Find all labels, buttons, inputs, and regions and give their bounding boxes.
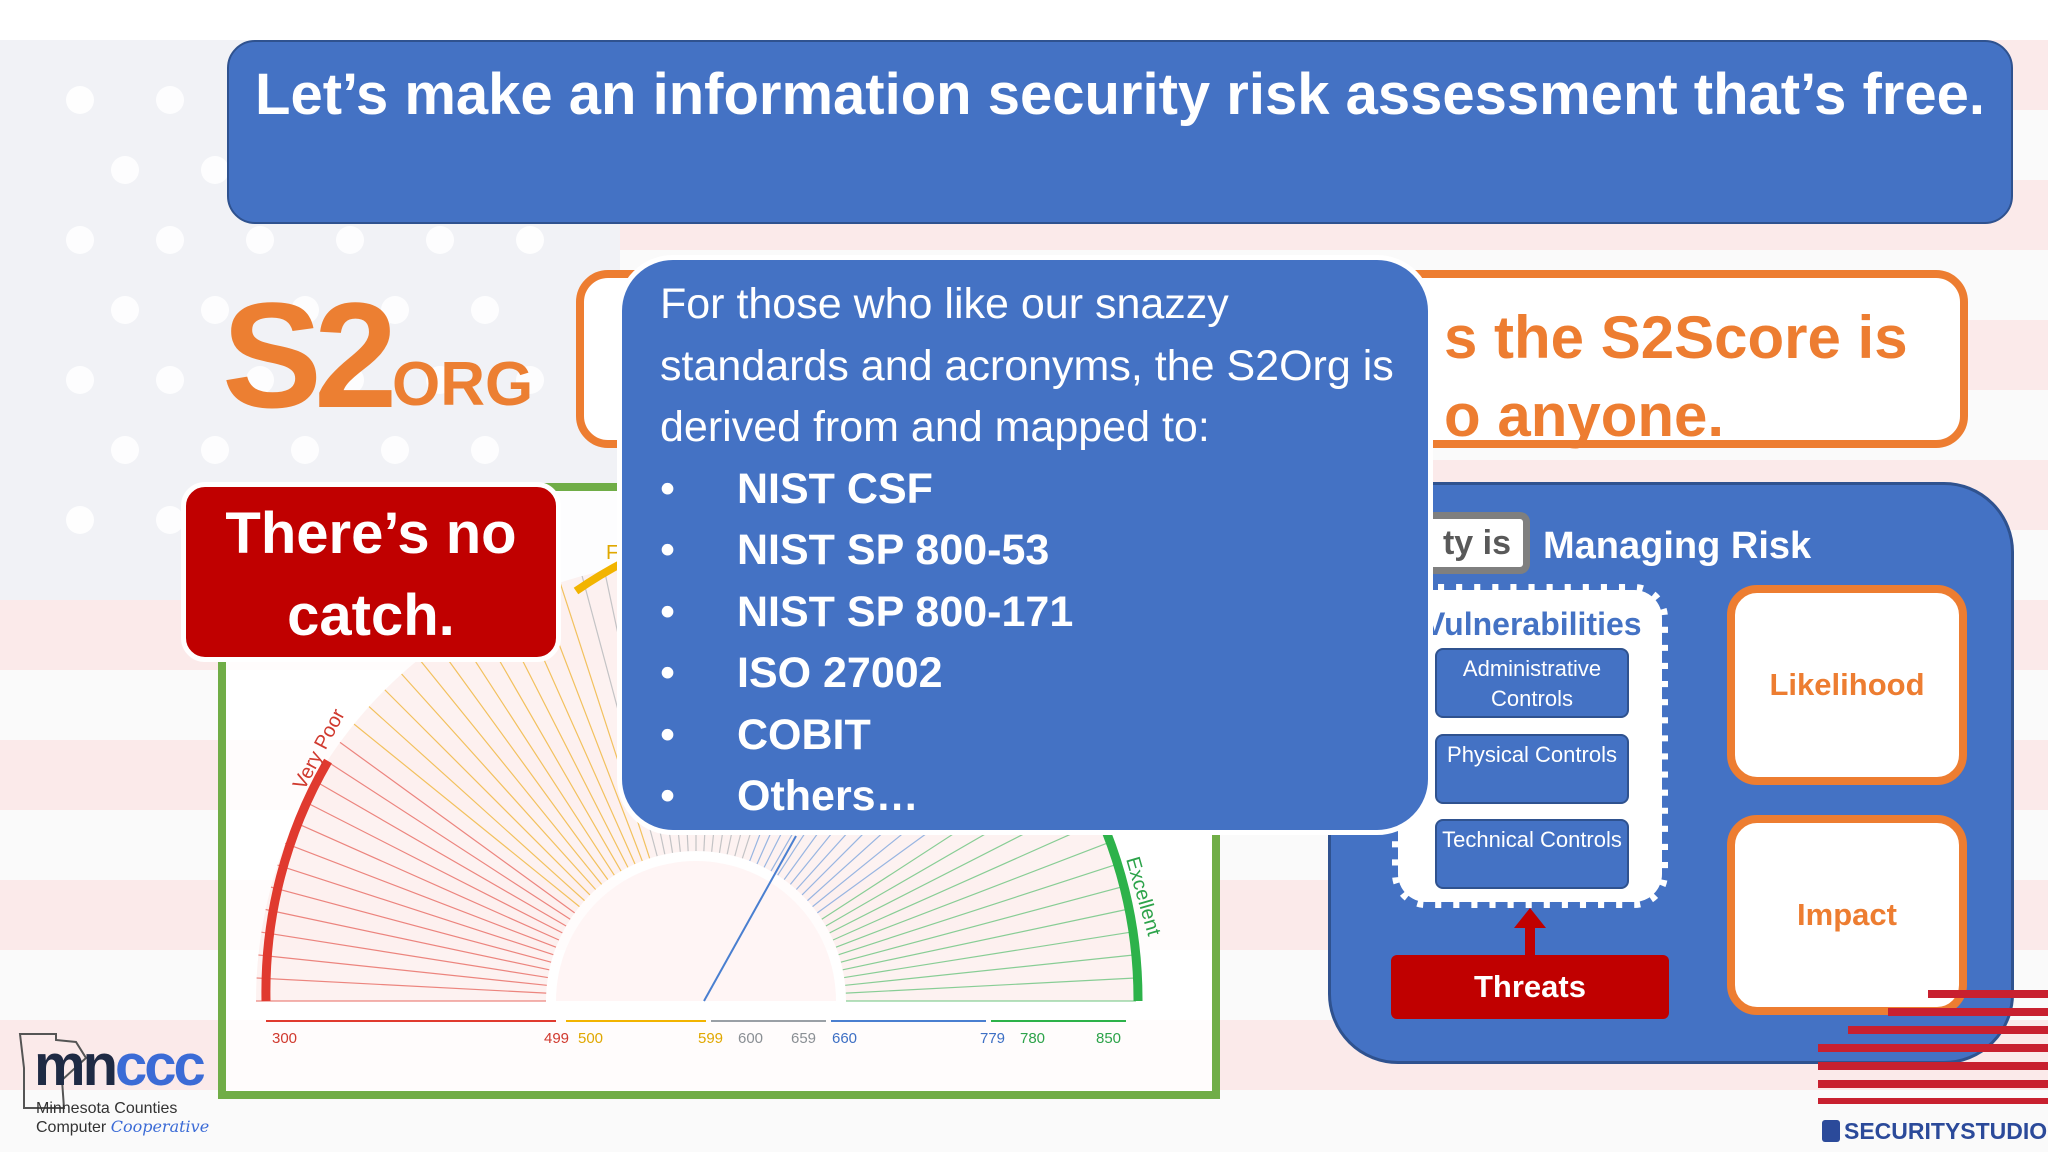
- gauge-fan-line: [455, 631, 615, 876]
- mnccc-logo-text: mnccc: [34, 1033, 206, 1098]
- gauge-fan-line: [368, 706, 585, 902]
- standard-item: NIST SP 800-53: [660, 520, 1428, 582]
- gauge-fan-line: [840, 886, 1122, 963]
- gauge-fan-line: [842, 908, 1127, 971]
- fair-label-partial: F: [606, 542, 618, 564]
- minnesota-outline-icon: [18, 1033, 88, 1109]
- gauge-fan-line: [418, 658, 603, 885]
- mnccc-tagline-2: Computer Cooperative: [36, 1118, 209, 1137]
- securitystudio-text: SECURITYSTUDIO: [1844, 1118, 2048, 1144]
- standard-item: ISO 27002: [660, 643, 1428, 705]
- threats-box: Threats: [1391, 955, 1669, 1019]
- standard-item: COBIT: [660, 705, 1428, 767]
- gauge-fan-line: [845, 954, 1134, 986]
- tick-600: 600: [738, 1030, 763, 1047]
- standards-callout: For those who like our snazzy standards …: [617, 255, 1433, 835]
- tick-500: 500: [578, 1030, 603, 1047]
- standard-item: Others…: [660, 766, 1428, 828]
- gauge-fan-line: [258, 954, 547, 986]
- callout-intro: For those who like our snazzy standards …: [660, 280, 1394, 451]
- tick-850: 850: [1096, 1030, 1121, 1047]
- securitystudio-logo: SECURITYSTUDIO: [1822, 1116, 2047, 1146]
- s2score-line-2: o anyone.: [1444, 382, 1725, 449]
- tick-499: 499: [544, 1030, 569, 1047]
- gauge-fan-line: [326, 760, 571, 920]
- s2score-line-1: s the S2Score is: [1444, 304, 1908, 371]
- standards-list: NIST CSF NIST SP 800-53 NIST SP 800-171 …: [660, 459, 1428, 828]
- physical-controls: Physical Controls: [1435, 734, 1629, 804]
- standard-item: NIST CSF: [660, 459, 1428, 521]
- administrative-controls: Administrative Controls: [1435, 648, 1629, 718]
- tick-779: 779: [980, 1030, 1005, 1047]
- gauge-fan-line: [845, 977, 1136, 994]
- gauge-fan-line: [256, 977, 547, 994]
- s2org-logo-s2: S2: [222, 271, 398, 439]
- tick-300: 300: [272, 1030, 297, 1047]
- likelihood-label: Likelihood: [1769, 667, 1925, 702]
- standard-item: NIST SP 800-171: [660, 582, 1428, 644]
- mnccc-tagline-computer: Computer: [36, 1119, 107, 1136]
- very-poor-arc: [261, 758, 332, 1002]
- tick-780: 780: [1020, 1030, 1045, 1047]
- slide-title: Let’s make an information security risk …: [255, 62, 1985, 127]
- gauge-fan-line: [838, 864, 1115, 956]
- gauge-fan-line: [261, 931, 548, 979]
- no-catch-callout: There’s no catch.: [181, 482, 561, 662]
- gauge-fan-line: [293, 821, 560, 941]
- gauge-fan-line: [835, 842, 1107, 948]
- gauge-fan-line: [401, 673, 597, 890]
- mnccc-mn: mn: [34, 1033, 118, 1098]
- gauge-fan-line: [353, 723, 580, 908]
- likelihood-box: Likelihood: [1727, 585, 1967, 785]
- tick-659: 659: [791, 1030, 816, 1047]
- impact-label: Impact: [1797, 897, 1897, 932]
- vulnerabilities-title: Vulnerabilities: [1424, 606, 1642, 642]
- gauge-fan-line: [832, 821, 1099, 941]
- gauge-fan-line: [277, 864, 554, 956]
- gauge-fan-line: [314, 780, 567, 927]
- gauge-fan-line: [436, 644, 609, 881]
- gauge-needle: [703, 835, 797, 1002]
- tick-599: 599: [698, 1030, 723, 1047]
- gauge-fan-line: [303, 800, 563, 934]
- gauge-hub: [556, 861, 836, 1001]
- managing-risk-heading: Managing Risk: [1543, 525, 1812, 567]
- gauge-fan-line: [384, 689, 591, 896]
- gauge-fan-line: [285, 842, 557, 948]
- technical-controls: Technical Controls: [1435, 819, 1629, 889]
- mnccc-tagline-1: Minnesota Counties: [36, 1100, 178, 1117]
- excellent-arc: [1101, 829, 1143, 1002]
- gauge-fan-line: [270, 886, 552, 963]
- impact-box: Impact: [1727, 815, 1967, 1015]
- securitystudio-icon: [1822, 1120, 1840, 1142]
- s2org-logo-org: ORG: [392, 350, 534, 419]
- corner-flag-icon: [1818, 990, 2048, 1104]
- gauge-fan-line: [339, 741, 576, 914]
- threat-up-arrow-icon: [1514, 908, 1546, 956]
- tick-660: 660: [832, 1030, 857, 1047]
- title-banner: Let’s make an information security risk …: [227, 40, 2013, 224]
- no-catch-text: There’s no catch.: [225, 501, 517, 648]
- mnccc-ccc: ccc: [115, 1033, 206, 1098]
- gauge-fan-line: [844, 931, 1131, 979]
- mnccc-tagline-cooperative: Cooperative: [110, 1117, 210, 1136]
- gauge-fan-line: [265, 908, 550, 971]
